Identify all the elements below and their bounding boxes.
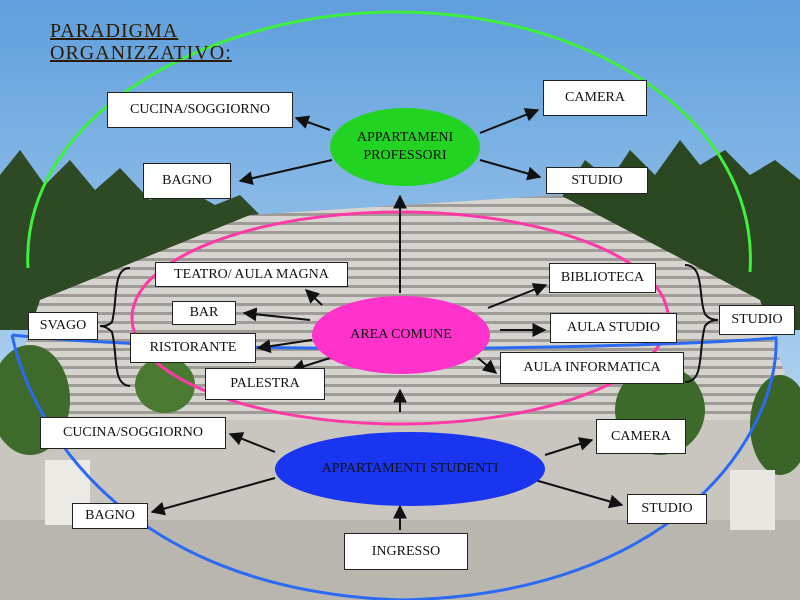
studenti-hub: APPARTAMENTI STUDENTI <box>275 432 545 506</box>
arrow-comune-aulainfo <box>477 357 498 374</box>
arrow-stud-bagno <box>150 477 276 516</box>
arrow-prof-studio <box>479 159 542 181</box>
aula-studio-box: AULA STUDIO <box>550 313 677 343</box>
palestra-box: PALESTRA <box>205 368 325 400</box>
professori-hub-line-2: PROFESSORI <box>363 148 447 163</box>
professori-hub: APPARTAMENI PROFESSORI <box>330 108 480 186</box>
biblioteca-box: BIBLIOTECA <box>549 263 656 293</box>
studio-group-box: STUDIO <box>719 305 795 335</box>
ingresso-box: INGRESSO <box>344 533 468 570</box>
stud-camera-box: CAMERA <box>596 419 686 454</box>
prof-bagno-box: BAGNO <box>143 163 231 199</box>
svago-brace <box>99 267 131 387</box>
stud-bagno-box: BAGNO <box>72 503 148 529</box>
arrow-comune-teatro <box>304 289 323 306</box>
arrow-comune-bar <box>242 307 311 322</box>
bar-box: BAR <box>172 301 236 325</box>
title-line-1: PARADIGMA <box>50 20 179 42</box>
professori-ring <box>26 10 752 273</box>
professori-hub-line-1: APPARTAMENI <box>356 130 454 145</box>
arrow-stud-camera <box>544 437 594 456</box>
ristorante-box: RISTORANTE <box>130 333 256 363</box>
arrow-prof-bagno <box>238 159 333 186</box>
stud-studio-box: STUDIO <box>627 494 707 524</box>
aula-informatica-box: AULA INFORMATICA <box>500 352 684 384</box>
arrow-prof-cucina <box>294 115 331 131</box>
prof-camera-box: CAMERA <box>543 80 647 116</box>
arrow-stud-cucina <box>228 432 276 453</box>
title-line-2: ORGANIZZATIVO: <box>50 42 232 64</box>
arrow-prof-camera <box>479 108 540 134</box>
comune-hub: AREA COMUNE <box>312 296 490 374</box>
teatro-box: TEATRO/ AULA MAGNA <box>155 262 348 287</box>
arrow-stud-studio <box>534 479 624 509</box>
arrow-comune-biblioteca <box>487 283 548 309</box>
diagram-title: PARADIGMA ORGANIZZATIVO: <box>50 20 232 64</box>
prof-studio-box: STUDIO <box>546 167 648 194</box>
studio-brace <box>684 264 719 383</box>
prof-cucina-box: CUCINA/SOGGIORNO <box>107 92 293 128</box>
svago-box: SVAGO <box>28 312 98 340</box>
arrow-comune-ristorante <box>256 339 313 354</box>
stud-cucina-box: CUCINA/SOGGIORNO <box>40 417 226 449</box>
